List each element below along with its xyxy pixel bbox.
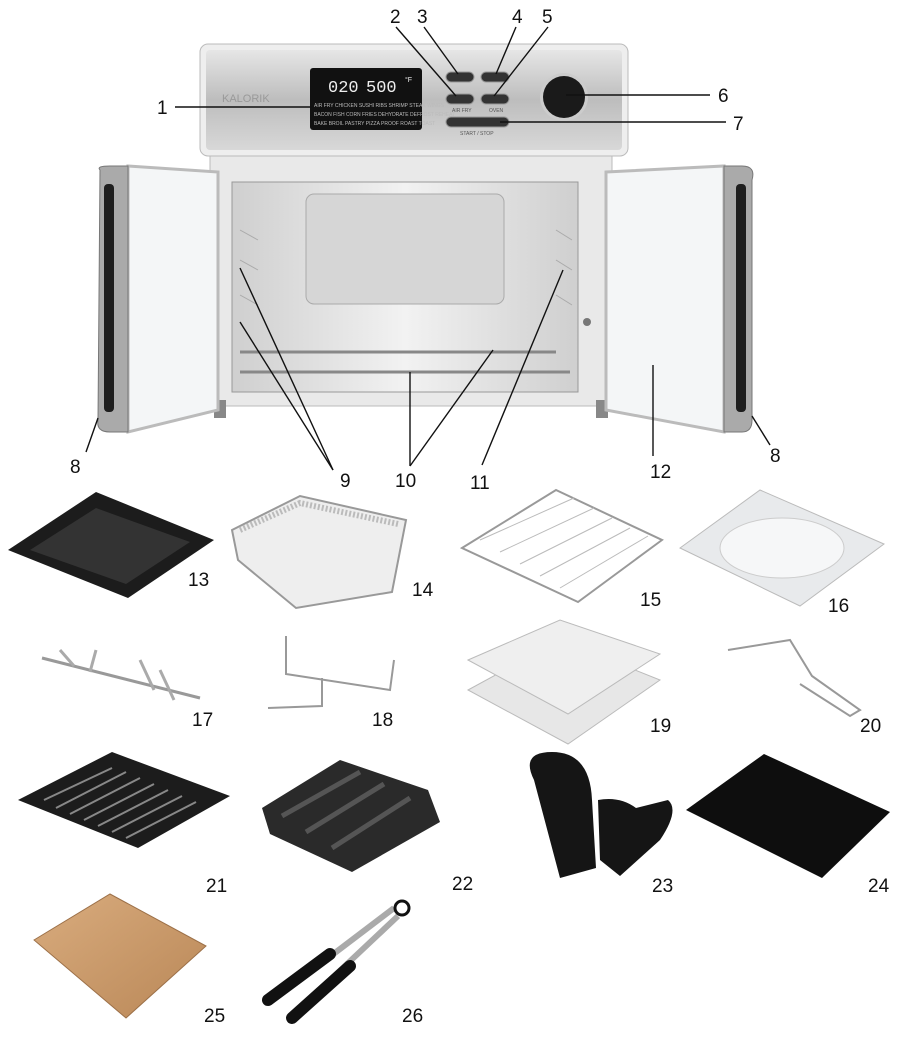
control-dial[interactable] xyxy=(543,76,585,118)
accessory-18-rotisserie-handle: 18 xyxy=(267,636,395,731)
accessory-24-silicone-mat: 24 xyxy=(686,754,890,897)
accessory-22-baguette-tray: 22 xyxy=(262,760,473,895)
accessory-23-oven-mitts: 23 xyxy=(529,752,673,897)
oven-body xyxy=(209,155,613,418)
air-fry-label: AIR FRY xyxy=(452,108,472,114)
callout-lines xyxy=(85,26,771,471)
heating-element-cover xyxy=(305,193,505,305)
svg-text:26: 26 xyxy=(402,1006,423,1027)
accessory-19-mesh-trays: 19 xyxy=(466,619,671,745)
callout-3: 3 xyxy=(417,7,428,28)
svg-text:24: 24 xyxy=(868,876,890,897)
oven-label: OVEN xyxy=(489,108,504,114)
svg-text:16: 16 xyxy=(828,596,849,617)
display-screen xyxy=(310,68,422,130)
accessory-13-baking-tray: 13 xyxy=(8,492,214,598)
svg-text:14: 14 xyxy=(412,580,434,601)
start-stop-button[interactable] xyxy=(445,116,510,128)
accessory-17-rotisserie-spit: 17 xyxy=(41,649,213,731)
callout-9: 9 xyxy=(340,471,351,492)
display-time: 020 xyxy=(328,79,359,98)
preset-row-2: BACON FISH CORN FRIES DEHYDRATE DEFROST … xyxy=(314,112,455,118)
left-door[interactable] xyxy=(97,164,220,434)
preset-row-1: AIR FRY CHICKEN SUSHI RIBS SHRIMP STEAK … xyxy=(314,103,445,109)
svg-text:17: 17 xyxy=(192,710,213,731)
svg-text:15: 15 xyxy=(640,590,661,611)
svg-text:20: 20 xyxy=(860,716,881,737)
right-door[interactable] xyxy=(604,164,754,434)
air-fry-button[interactable] xyxy=(445,93,475,105)
door-handle-left[interactable] xyxy=(104,184,114,412)
control-panel: KALORIK 020 500 °F AIR FRY CHICKEN SUSHI… xyxy=(199,43,629,157)
accessory-25-copper-baking-pan: 25 xyxy=(33,893,225,1027)
svg-text:19: 19 xyxy=(650,716,671,737)
callout-4: 4 xyxy=(512,7,523,28)
callout-2: 2 xyxy=(390,7,401,28)
svg-text:25: 25 xyxy=(204,1006,225,1027)
accessory-21-broil-pan: 21 xyxy=(18,752,230,897)
svg-text:13: 13 xyxy=(188,570,209,591)
callout-numbers: 1 2 3 4 5 6 7 8 8 9 10 11 12 xyxy=(70,7,781,494)
callout-6: 6 xyxy=(718,86,729,107)
preset-row-3: BAKE BROIL PASTRY PIZZA PROOF ROAST TOAS… xyxy=(314,121,435,127)
light-button[interactable] xyxy=(445,71,475,83)
accessory-20-tray-lifter: 20 xyxy=(727,638,881,737)
temp-time-button[interactable] xyxy=(480,71,510,83)
door-handle-right[interactable] xyxy=(736,184,746,412)
accessory-15-wire-rack: 15 xyxy=(459,488,664,611)
callout-10: 10 xyxy=(395,471,416,492)
callout-7: 7 xyxy=(733,114,744,135)
callout-8-left: 8 xyxy=(70,457,81,478)
accessory-14-air-fry-basket: 14 xyxy=(230,494,434,610)
svg-text:23: 23 xyxy=(652,876,673,897)
callout-1: 1 xyxy=(157,98,168,119)
display-unit: °F xyxy=(405,76,412,84)
callout-11: 11 xyxy=(470,473,490,494)
start-stop-label: START / STOP xyxy=(460,131,494,137)
display-temp: 500 xyxy=(366,79,397,98)
svg-text:22: 22 xyxy=(452,874,473,895)
callout-5: 5 xyxy=(542,7,553,28)
accessory-16-crumb-tray: 16 xyxy=(679,489,885,617)
callout-12: 12 xyxy=(650,462,671,483)
svg-text:18: 18 xyxy=(372,710,393,731)
callout-8-right: 8 xyxy=(770,446,781,467)
svg-text:21: 21 xyxy=(206,876,227,897)
accessory-26-tongs: 26 xyxy=(262,899,423,1027)
brand-logo: KALORIK xyxy=(222,93,270,105)
